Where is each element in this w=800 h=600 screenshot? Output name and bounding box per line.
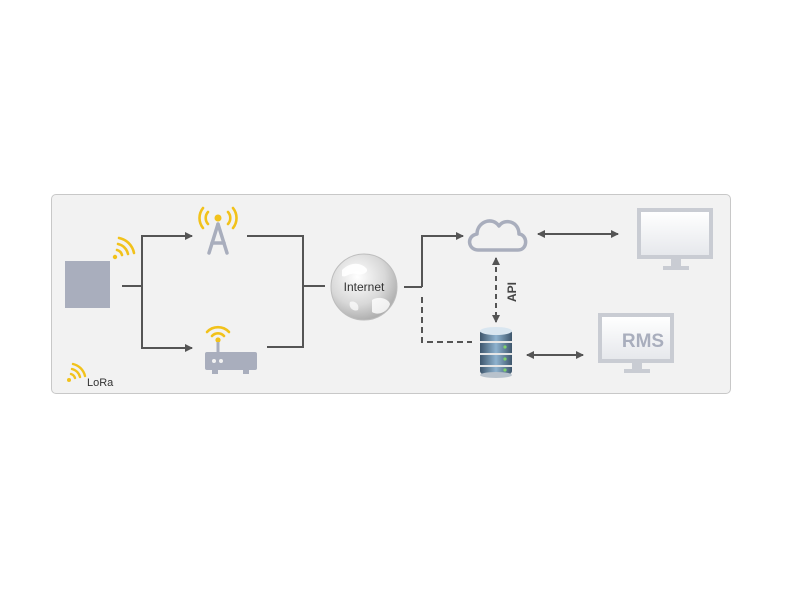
legend: LoRa [67, 362, 114, 389]
monitor-icon [637, 208, 713, 270]
legend-label: LoRa [87, 377, 114, 389]
connector-to-internet [247, 235, 325, 348]
database-icon [480, 327, 512, 378]
connector-api: API [492, 257, 519, 323]
api-label: API [505, 282, 519, 302]
lora-sensor-icon [65, 236, 136, 308]
connector-from-internet [404, 232, 472, 343]
cloud-icon [467, 219, 528, 252]
connector-sensor [122, 232, 193, 352]
rms-monitor-icon: RMS [598, 313, 674, 373]
cell-tower-icon [198, 206, 238, 255]
lora-wave-icon [67, 362, 87, 382]
internet-label: Internet [344, 280, 385, 294]
rms-label: RMS [622, 331, 664, 352]
globe-icon: Internet [330, 253, 398, 321]
router-icon [205, 325, 257, 374]
